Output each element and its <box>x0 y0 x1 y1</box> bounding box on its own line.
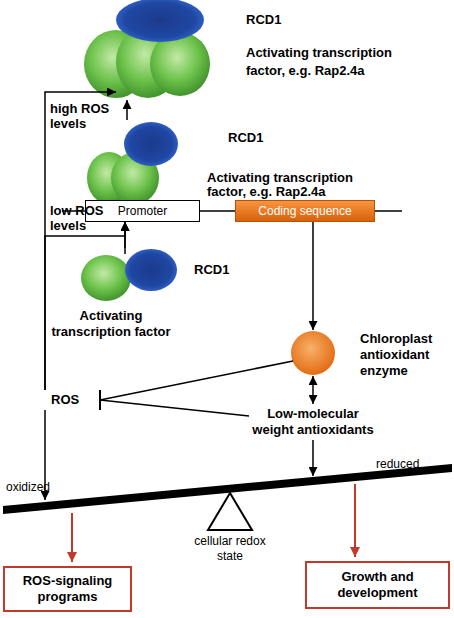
enzyme-disc <box>291 331 335 375</box>
protein-label: RCD1 <box>228 130 288 146</box>
enzyme-circle: Chloroplast antioxidant enzyme <box>290 330 336 376</box>
connector <box>100 361 293 400</box>
protein-complex: RCD1Activating transcription factor, e.g… <box>82 0 212 100</box>
box-label: Promoter <box>118 203 167 219</box>
ros-label: ROS <box>51 392 79 408</box>
protein-label: Activating transcription factor <box>45 308 177 340</box>
transcription-factor: Activating transcription factor <box>80 254 132 302</box>
transcription-factor-blob <box>81 255 131 301</box>
connector <box>312 222 314 330</box>
connector <box>100 400 249 416</box>
coding-box: Coding sequence <box>235 200 375 222</box>
shape-outline <box>80 254 132 302</box>
connector <box>124 222 126 248</box>
edge-label: high ROS levels <box>50 101 120 131</box>
inhibition-bar <box>99 390 101 410</box>
antioxidant-node: Low-molecular weight antioxidants <box>249 404 377 440</box>
protein-label: Activating transcription factor, e.g. Ra… <box>207 171 367 199</box>
rcd1-blob <box>125 249 177 291</box>
outcome-box: Growth and development <box>305 561 450 609</box>
edge-label: low ROS levels <box>50 203 120 233</box>
outcome-box: ROS-signaling programs <box>3 566 132 612</box>
state-label: oxidized <box>6 479 66 495</box>
state-label: reduced <box>376 456 436 472</box>
reduced-arrow <box>312 440 314 476</box>
connector <box>126 100 128 120</box>
rcd1-blob <box>116 0 204 42</box>
connector <box>312 376 314 404</box>
protein-complex: RCD1Activating transcription factor, e.g… <box>85 120 178 204</box>
box-label: Coding sequence <box>258 203 351 219</box>
pivot-label: cellular redox state <box>182 534 278 564</box>
protein-label: RCD1 <box>246 12 306 28</box>
connector <box>45 92 116 390</box>
rcd1-protein: RCD1 <box>124 248 178 292</box>
antioxidant-label: Low-molecular weight antioxidants <box>249 406 377 438</box>
shape-outline <box>85 120 178 204</box>
shape-outline <box>124 248 178 292</box>
inhibition-bar <box>99 390 101 410</box>
outcome-label: Growth and development <box>307 569 448 601</box>
seesaw-pivot <box>208 493 252 530</box>
shape-outline <box>290 330 336 376</box>
outcome-label: ROS-signaling programs <box>5 573 130 605</box>
enzyme-label: Chloroplast antioxidant enzyme <box>360 331 450 379</box>
connector <box>45 222 125 390</box>
connector <box>124 222 126 254</box>
protein-label: Activating transcription factor, e.g. Ra… <box>246 44 406 80</box>
ros-node: ROS <box>40 390 100 410</box>
protein-label: RCD1 <box>194 262 254 278</box>
rcd1-blob <box>124 122 178 166</box>
shape-outline <box>82 0 212 100</box>
outcome-arrow <box>354 484 356 557</box>
outcome-arrow <box>71 513 73 562</box>
